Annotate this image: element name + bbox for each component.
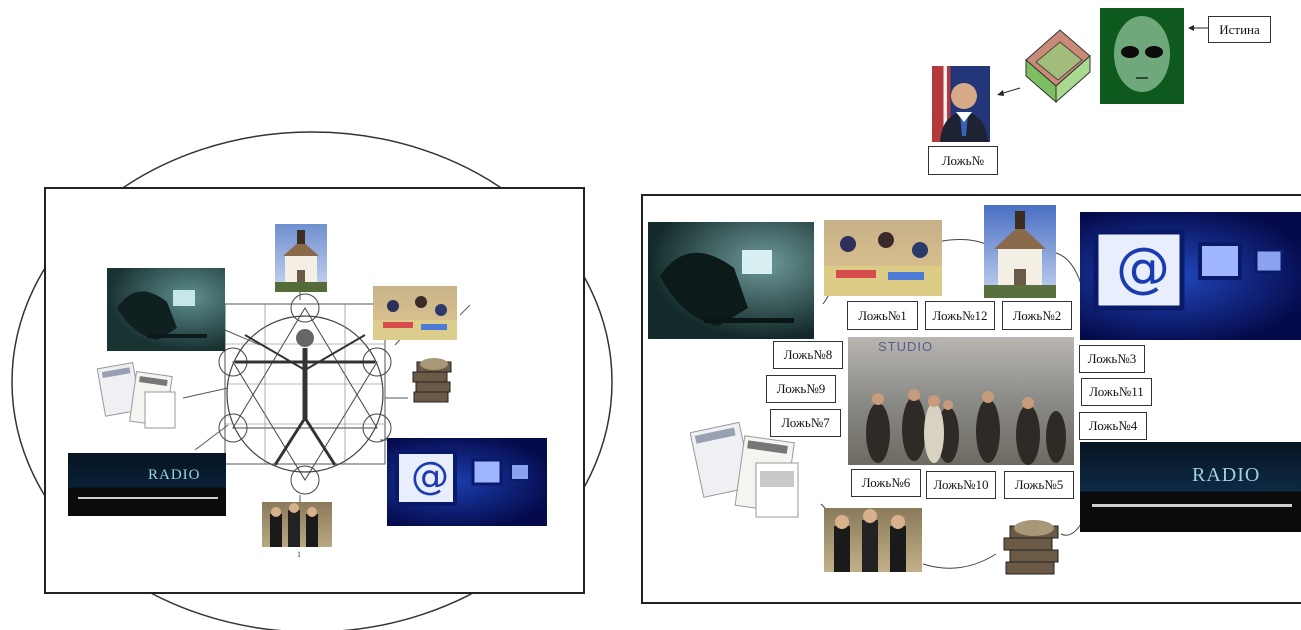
- lie-label-3: Ложь№3: [1079, 345, 1145, 373]
- lie-label-10: Ложь№10: [926, 471, 996, 499]
- left-ellipse: [11, 131, 613, 630]
- newspapers-photo: [97, 358, 181, 432]
- banner-text: STUDIO: [878, 339, 934, 354]
- newspapers-photo-large: [690, 417, 806, 523]
- president-photo: [932, 66, 990, 142]
- tv-chair-photo: [107, 268, 225, 351]
- church-photo: [275, 224, 327, 292]
- book-stack-photo: [408, 352, 458, 412]
- lie-label-top: Ложь№: [928, 146, 998, 175]
- book-stack-photo-large: [998, 508, 1068, 586]
- left-connectors: [182, 292, 471, 502]
- lie-label-8: Ложь№8: [773, 341, 843, 369]
- truth-arrow: [1188, 25, 1208, 31]
- radio-banner: RADIO: [68, 453, 226, 516]
- politicians-photo-large: [824, 508, 922, 572]
- cube-arrow: [997, 87, 1021, 96]
- at-icon: @: [411, 454, 449, 498]
- classroom-photo: [373, 286, 457, 340]
- page-mark: 1: [297, 550, 301, 559]
- lie-label-7: Ложь№7: [770, 409, 841, 437]
- church-photo-large: [984, 205, 1056, 298]
- politicians-photo: [262, 502, 332, 547]
- lie-label-12: Ложь№12: [925, 301, 995, 330]
- at-monitors-photo: @: [387, 438, 547, 526]
- at-monitors-photo-large: @: [1080, 212, 1301, 340]
- radio-logo-text-large: RADIO: [1192, 464, 1261, 486]
- lie-label-4: Ложь№4: [1079, 412, 1147, 440]
- truth-label: Истина: [1208, 16, 1271, 43]
- radio-logo-text: RADIO: [148, 467, 201, 483]
- crowd-photo: STUDIO: [848, 337, 1074, 465]
- lie-label-9: Ложь№9: [766, 375, 836, 403]
- alien-photo: [1100, 8, 1184, 104]
- lie-label-6: Ложь№6: [851, 469, 921, 497]
- tv-chair-photo-large: [648, 222, 814, 339]
- lie-label-2: Ложь№2: [1002, 301, 1072, 330]
- lie-label-11: Ложь№11: [1081, 378, 1152, 406]
- lie-label-1: Ложь№1: [847, 301, 918, 330]
- lie-label-5: Ложь№5: [1004, 471, 1074, 499]
- vitruvian-diagram: [218, 293, 392, 495]
- cube-icon: [1025, 29, 1091, 104]
- at-icon-large: @: [1116, 236, 1170, 299]
- radio-banner-large: RADIO: [1080, 442, 1301, 532]
- classroom-photo-large: [824, 220, 942, 296]
